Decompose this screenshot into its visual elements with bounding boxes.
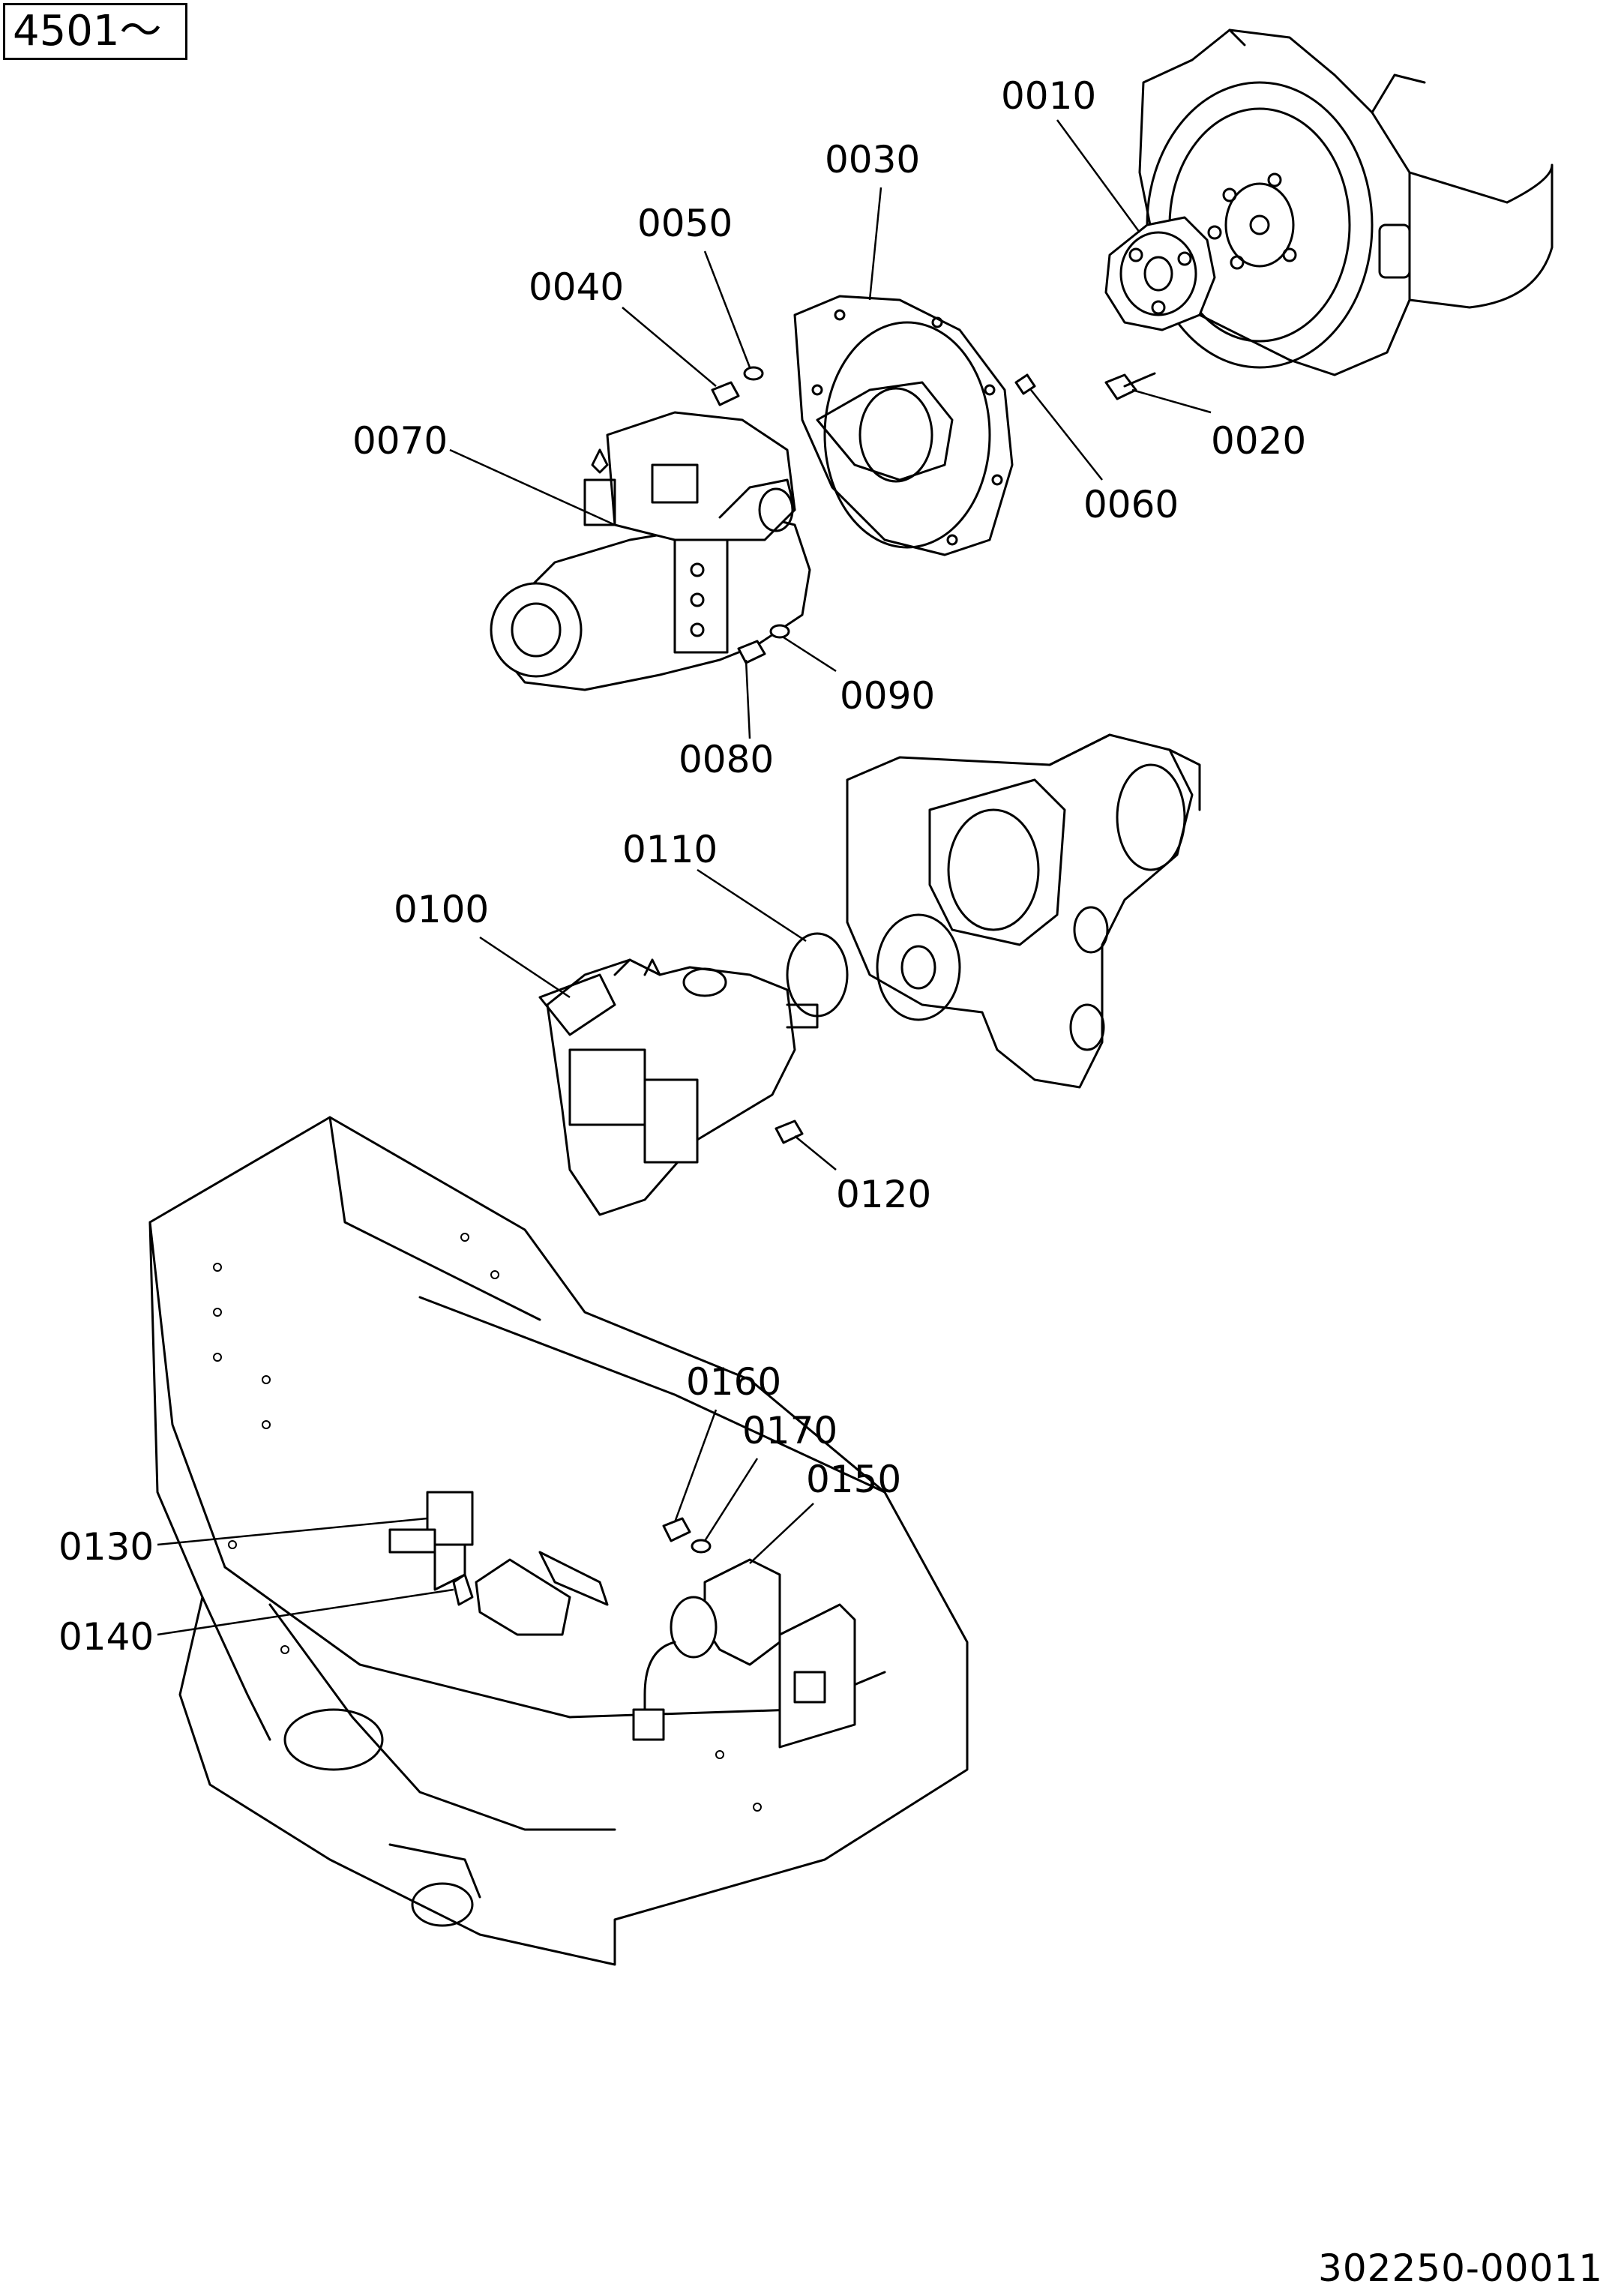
coupling [1104, 216, 1216, 331]
label-0030: 0030 [825, 138, 920, 181]
chassis-frame [148, 1116, 969, 1966]
label-0100: 0100 [394, 888, 489, 931]
bolt-0040 [711, 381, 740, 406]
label-0120: 0120 [836, 1173, 931, 1216]
pin-0060 [1014, 373, 1036, 395]
label-0160: 0160 [686, 1360, 781, 1404]
drawing-number: 302250-00011 [1318, 2247, 1603, 2290]
label-0020: 0020 [1211, 419, 1306, 463]
hydraulic-motor [538, 958, 819, 1216]
gearbox-housing [846, 733, 1201, 1089]
sensor [632, 1558, 856, 1749]
label-0110: 0110 [622, 828, 718, 871]
serial-range-box: 4501～ [3, 3, 187, 60]
label-0130: 0130 [58, 1525, 154, 1569]
bolt-0120 [775, 1120, 804, 1144]
spacer-block [475, 1551, 609, 1636]
part-labels: 0010 0020 0030 0040 0050 0060 0070 0080 … [58, 74, 1306, 1659]
label-0040: 0040 [529, 265, 624, 309]
bolt-0140 [452, 1573, 474, 1606]
label-0150: 0150 [806, 1458, 901, 1501]
bolt-0020 [1104, 372, 1156, 400]
engine-housing [1138, 28, 1554, 376]
label-0050: 0050 [637, 202, 733, 245]
flange-plate [793, 295, 1014, 556]
label-0140: 0140 [58, 1615, 154, 1659]
washer-0050 [743, 366, 764, 381]
bolt-0080 [737, 640, 766, 664]
washer-0090 [769, 624, 790, 639]
washer-0170 [691, 1539, 712, 1554]
leader-lines [157, 119, 1212, 1636]
label-0080: 0080 [679, 738, 774, 781]
label-0090: 0090 [840, 674, 935, 718]
label-0070: 0070 [352, 419, 448, 463]
label-0010: 0010 [1001, 74, 1096, 118]
bracket-0130 [388, 1491, 474, 1554]
label-0060: 0060 [1083, 483, 1179, 526]
pump-assembly [490, 411, 811, 691]
label-0170: 0170 [742, 1409, 837, 1452]
